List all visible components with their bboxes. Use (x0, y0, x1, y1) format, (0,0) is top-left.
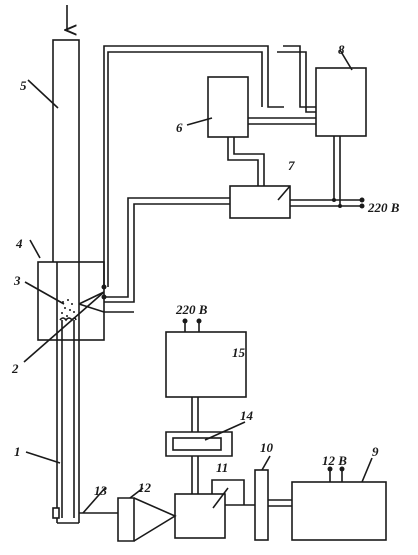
power-terminal (359, 203, 365, 209)
leader-11 (212, 487, 229, 509)
block-8 (315, 67, 367, 137)
leader-5 (27, 79, 59, 109)
block-14 (172, 437, 222, 451)
leader-6 (186, 117, 213, 126)
block-10 (254, 469, 269, 541)
block-6 (207, 76, 249, 138)
wire-to-8 (283, 45, 316, 108)
label-14: 14 (240, 408, 254, 423)
lamp-housing (165, 431, 233, 457)
terminal-dot (339, 466, 345, 472)
block-11 (174, 493, 226, 539)
wire-furnace-to-6 (103, 45, 284, 287)
label-13: 13 (94, 483, 108, 498)
leader-9 (361, 457, 373, 483)
label-6: 6 (176, 120, 183, 135)
leader-2 (23, 291, 105, 363)
label-2: 2 (11, 361, 19, 376)
light-cone (133, 497, 177, 542)
tube-window (52, 507, 60, 519)
upper-tube (52, 39, 80, 269)
leader-3 (24, 281, 65, 305)
label-11: 11 (216, 460, 228, 475)
leader-7 (277, 185, 291, 201)
wire-6-to-7 (227, 137, 259, 186)
label-12: 12 (138, 480, 152, 495)
leader-12 (129, 487, 144, 499)
label-10: 10 (260, 440, 274, 455)
block-15 (165, 331, 247, 398)
leader-10 (261, 455, 271, 471)
label-220v-right: 220 В (367, 200, 400, 215)
leader-13 (82, 487, 106, 514)
wire-furnace-to-6b (107, 51, 263, 287)
power-terminal (359, 197, 365, 203)
label-5: 5 (20, 78, 27, 93)
label-4: 4 (15, 236, 23, 251)
block-7 (229, 185, 291, 219)
leader-4 (29, 239, 41, 259)
leader-1 (25, 451, 61, 464)
label-3: 3 (13, 273, 21, 288)
wire-furnace-to-7 (104, 197, 230, 298)
block-12 (117, 497, 135, 542)
thermocouple-junction (78, 291, 105, 313)
leader-8 (339, 49, 353, 71)
wire-furnace-to-7b (104, 203, 230, 303)
label-12v: 12 В (322, 453, 347, 468)
label-220v-top: 220 В (175, 302, 208, 317)
label-9: 9 (372, 444, 379, 459)
block-9 (291, 481, 387, 541)
label-7: 7 (288, 158, 295, 173)
wire-6-to-7b (233, 137, 265, 186)
wire-to-8b (277, 51, 316, 113)
label-1: 1 (14, 444, 21, 459)
label-8: 8 (338, 42, 345, 57)
label-15: 15 (232, 345, 246, 360)
terminal-dot (327, 466, 333, 472)
leader-14 (204, 421, 246, 441)
